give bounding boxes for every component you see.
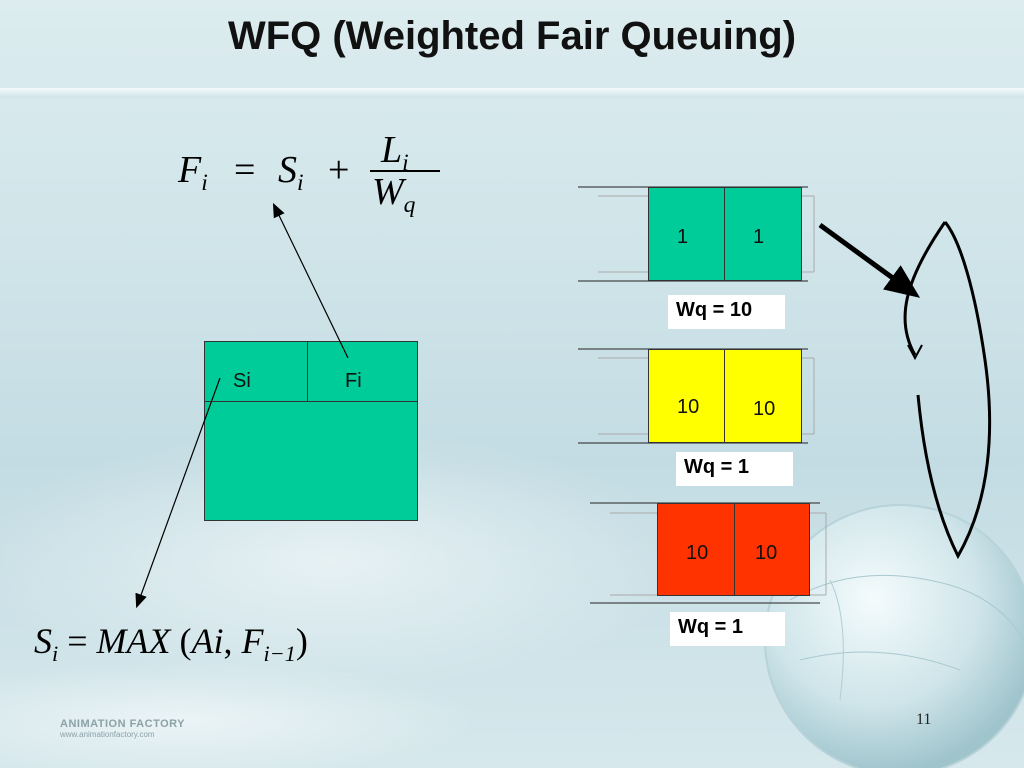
arrival-term: Ai: [191, 621, 224, 661]
queue-1-weight: Wq = 10: [668, 295, 785, 329]
si-lhs-symbol: S: [34, 621, 52, 661]
fi-symbol: F: [178, 149, 202, 191]
page-number: 11: [916, 711, 932, 728]
denominator-symbol: W: [372, 171, 404, 213]
queue-2-cell-1: 10: [648, 349, 725, 443]
si-symbol: S: [278, 149, 297, 191]
queue-2-weight: Wq = 1: [676, 452, 793, 486]
title-divider: [0, 88, 1024, 98]
slide-title: WFQ (Weighted Fair Queuing): [227, 14, 797, 58]
logo-url: www.animationfactory.com: [60, 730, 155, 739]
packet-cell-divider: [307, 342, 308, 402]
packet-si-label: Si: [233, 370, 251, 392]
numerator-subscript: i: [402, 150, 409, 177]
queue-3-cell-1-value: 10: [686, 542, 709, 564]
queue-3-cell-2: 10: [734, 503, 810, 596]
comma: ,: [223, 621, 233, 661]
queue-1-cell-2: 1: [724, 187, 802, 281]
numerator-symbol: L: [381, 129, 403, 171]
fi-subscript: i: [201, 170, 208, 197]
formula-fi: Fi = Si + Li Wq: [178, 129, 448, 220]
formula-si: Si = MAX (Ai, Fi−1): [34, 620, 308, 667]
queue-3-weight: Wq = 1: [670, 612, 785, 646]
queue-2-cell-1-value: 10: [677, 396, 700, 418]
queue-3-cell-2-value: 10: [755, 542, 778, 564]
queue-3-cell-1: 10: [657, 503, 735, 596]
queue-2-cell-2: 10: [724, 349, 802, 443]
packet-fi-label: Fi: [345, 370, 362, 392]
queue-2-cell-2-value: 10: [753, 398, 776, 420]
prev-finish-subscript: i−1: [263, 640, 296, 666]
packet-box: Si Fi: [204, 341, 418, 521]
si-equals-sign: =: [67, 621, 88, 661]
queue-1-cell-1-value: 1: [677, 226, 689, 248]
denominator-subscript: q: [403, 192, 416, 219]
animation-factory-logo: ANIMATION FACTORY www.animationfactory.c…: [18, 718, 185, 739]
fraction-bar: [370, 170, 440, 172]
equals-sign: =: [234, 149, 256, 191]
logo-name: ANIMATION FACTORY: [60, 718, 186, 730]
packet-header-divider: [205, 401, 417, 402]
queue-1-cell-1: 1: [648, 187, 725, 281]
max-function: MAX: [96, 621, 171, 661]
si-lhs-subscript: i: [52, 640, 59, 666]
plus-sign: +: [328, 149, 350, 191]
queue-1-cell-2-value: 1: [753, 226, 765, 248]
open-paren: (: [179, 621, 192, 661]
close-paren: ): [295, 621, 308, 661]
si-subscript: i: [297, 170, 304, 197]
prev-finish-term: F: [241, 621, 264, 661]
